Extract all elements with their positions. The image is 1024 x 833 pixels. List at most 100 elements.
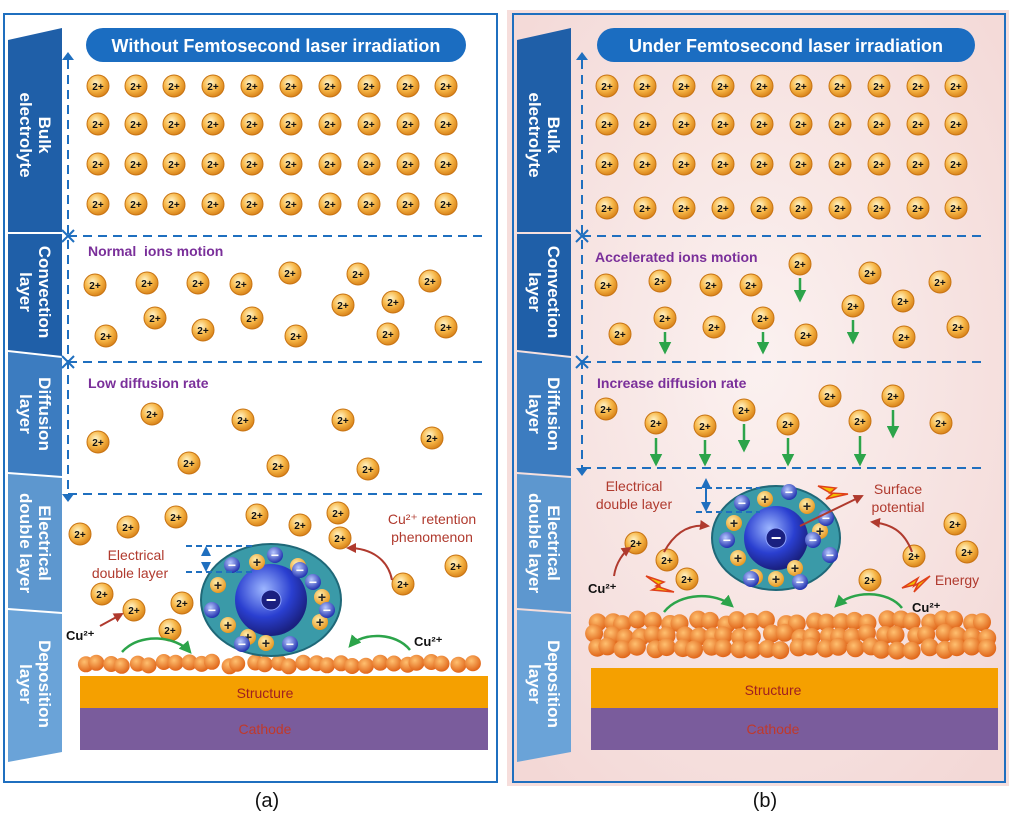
layer-label-convection: Convectionlayer <box>16 246 54 339</box>
cu-ion: 2+ <box>828 196 852 220</box>
cu-ion: 2+ <box>751 306 775 330</box>
panel-b-layer-bars <box>517 28 571 762</box>
svg-text:2+: 2+ <box>601 120 613 131</box>
svg-text:2+: 2+ <box>912 204 924 215</box>
svg-text:+: + <box>791 560 799 576</box>
copper-particle <box>181 654 198 671</box>
svg-text:2+: 2+ <box>285 120 297 131</box>
cu-ion: 2+ <box>170 591 194 615</box>
minus-charge <box>292 562 308 578</box>
cu-ion: 2+ <box>326 501 350 525</box>
minus-charge <box>282 636 298 652</box>
svg-text:2+: 2+ <box>334 534 346 545</box>
cu-ion: 2+ <box>955 540 979 564</box>
copper-particle <box>775 623 794 642</box>
copper-particle <box>585 624 604 643</box>
panel-b-edl-approach-arrow <box>663 520 710 553</box>
svg-text:2+: 2+ <box>705 281 717 292</box>
panel-a-double-layer-cluster: −++++++++−−−−−−−− <box>200 543 342 657</box>
cu-ion: 2+ <box>201 192 225 216</box>
cu-ion: 2+ <box>788 252 812 276</box>
svg-text:+: + <box>730 515 738 531</box>
svg-text:2+: 2+ <box>332 509 344 520</box>
cu-ion: 2+ <box>357 112 381 136</box>
svg-text:2+: 2+ <box>756 120 768 131</box>
svg-text:2+: 2+ <box>426 434 438 445</box>
svg-text:2+: 2+ <box>756 204 768 215</box>
cu-ion: 2+ <box>318 192 342 216</box>
svg-text:2+: 2+ <box>745 281 757 292</box>
cu-ion: 2+ <box>279 192 303 216</box>
svg-text:−: − <box>738 495 746 511</box>
svg-text:2+: 2+ <box>246 200 258 211</box>
svg-text:2+: 2+ <box>639 82 651 93</box>
svg-text:2+: 2+ <box>795 82 807 93</box>
minus-charge <box>305 574 321 590</box>
svg-text:2+: 2+ <box>397 580 409 591</box>
svg-text:2+: 2+ <box>795 160 807 171</box>
copper-particle <box>742 627 761 646</box>
panel-b-convection-label: Accelerated ions motion <box>595 249 758 265</box>
cu-ion: 2+ <box>776 412 800 436</box>
plus-charge <box>787 560 803 576</box>
cu-ion: 2+ <box>418 269 442 293</box>
cu-ion: 2+ <box>357 192 381 216</box>
svg-text:2+: 2+ <box>912 120 924 131</box>
cu-ion: 2+ <box>357 74 381 98</box>
cu-ion: 2+ <box>124 192 148 216</box>
svg-text:2+: 2+ <box>168 82 180 93</box>
cu-ion: 2+ <box>946 315 970 339</box>
copper-particle <box>598 637 617 656</box>
cu-ion: 2+ <box>633 196 657 220</box>
svg-text:2+: 2+ <box>864 576 876 587</box>
cu-ion: 2+ <box>702 315 726 339</box>
svg-text:2+: 2+ <box>363 82 375 93</box>
svg-text:2+: 2+ <box>897 297 909 308</box>
svg-text:2+: 2+ <box>834 82 846 93</box>
cu-ion: 2+ <box>828 152 852 176</box>
svg-text:2+: 2+ <box>402 200 414 211</box>
copper-particle <box>742 612 761 631</box>
cu-ion: 2+ <box>444 554 468 578</box>
cu-ion: 2+ <box>732 398 756 422</box>
svg-text:2+: 2+ <box>678 120 690 131</box>
svg-text:2+: 2+ <box>630 539 642 550</box>
cu-ion: 2+ <box>86 430 110 454</box>
svg-text:2+: 2+ <box>272 462 284 473</box>
layer-label-convection: Convectionlayer <box>525 246 563 339</box>
cu-ion: 2+ <box>892 325 916 349</box>
svg-text:2+: 2+ <box>128 606 140 617</box>
lightning-icon <box>901 575 931 593</box>
svg-text:+: + <box>772 571 780 587</box>
panel-b-boundary-marks <box>576 52 588 476</box>
layer-bar-convection <box>8 234 62 356</box>
copper-particle <box>962 637 981 656</box>
cu-ion: 2+ <box>94 324 118 348</box>
svg-text:2+: 2+ <box>600 281 612 292</box>
cu-ion: 2+ <box>818 384 842 408</box>
cu-ion: 2+ <box>906 196 930 220</box>
svg-text:2+: 2+ <box>164 626 176 637</box>
cu-ion: 2+ <box>828 74 852 98</box>
svg-text:2+: 2+ <box>834 204 846 215</box>
panel-a-title-bg <box>86 28 466 62</box>
copper-particle <box>280 658 297 675</box>
svg-text:+: + <box>816 523 824 539</box>
svg-text:+: + <box>214 577 222 593</box>
cu-ion: 2+ <box>279 74 303 98</box>
svg-text:2+: 2+ <box>122 523 134 534</box>
svg-text:2+: 2+ <box>717 160 729 171</box>
svg-text:2+: 2+ <box>756 82 768 93</box>
svg-text:+: + <box>244 629 252 645</box>
cu-ion: 2+ <box>396 192 420 216</box>
svg-text:2+: 2+ <box>952 323 964 334</box>
svg-text:2+: 2+ <box>639 160 651 171</box>
svg-text:2+: 2+ <box>864 269 876 280</box>
svg-text:2+: 2+ <box>717 120 729 131</box>
copper-particle <box>357 657 374 674</box>
cu-ion: 2+ <box>739 273 763 297</box>
copper-particle <box>203 653 220 670</box>
svg-text:−: − <box>296 562 304 578</box>
cu-ion: 2+ <box>943 512 967 536</box>
copper-particle <box>613 640 632 659</box>
